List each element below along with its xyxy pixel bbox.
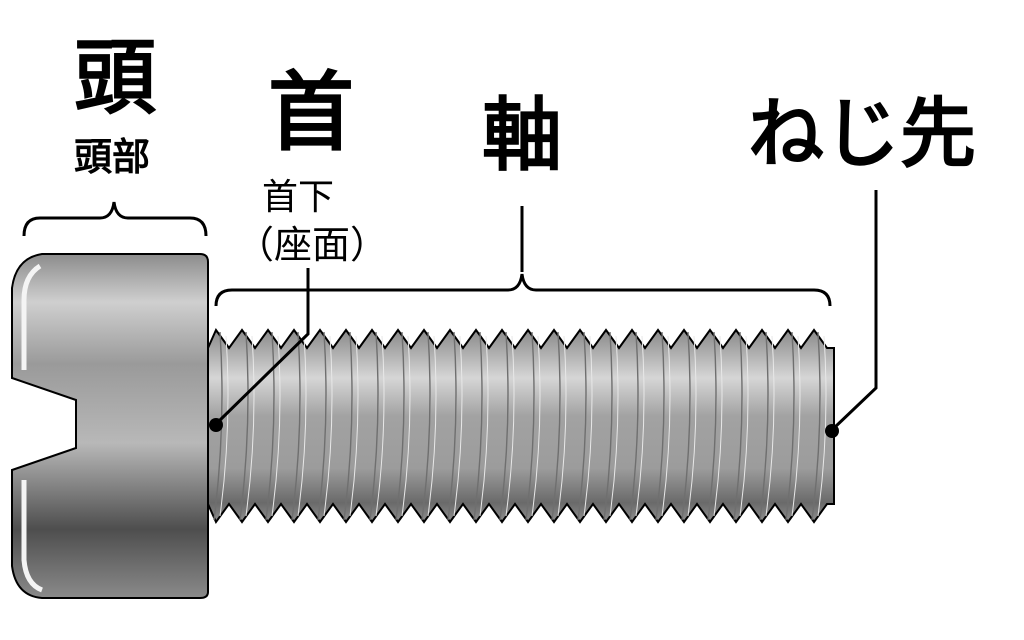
thread-line [499,331,509,521]
thread-highlight [635,335,645,517]
head-highlight-lower [21,480,44,593]
neck-label: 首 [268,63,354,163]
thread-line [551,331,561,521]
thread-line [759,331,769,521]
thread-highlight [245,335,255,517]
thread-line [369,331,379,521]
thread-highlight [375,335,385,517]
thread-highlight [219,335,229,517]
thread-highlight [817,335,827,517]
thread-highlight [271,335,281,517]
thread-highlight [531,335,541,517]
thread-line [811,331,821,521]
threaded-shaft [207,328,835,524]
thread-line [239,331,249,521]
thread-highlight [661,335,671,517]
thread-line [603,331,613,521]
thread-highlight [687,335,697,517]
thread-highlight [765,335,775,517]
thread-highlight [401,335,411,517]
thread-highlight [479,335,489,517]
thread-line [291,331,301,521]
shaft-label: 軸 [482,89,562,182]
thread-highlight [713,335,723,517]
thread-lines [213,331,827,521]
head-label: 頭 [74,31,157,126]
thread-line [681,331,691,521]
tip-leader-line [832,190,878,430]
thread-line [473,331,483,521]
thread-highlight [583,335,593,517]
thread-line [317,331,327,521]
thread-line [629,331,639,521]
neck-sublabel-line1: 首下 [262,177,335,218]
thread-line [265,331,275,521]
neck-pointer-dot [209,418,223,432]
neck-leader-line [216,268,310,424]
thread-line [733,331,743,521]
tip-pointer-dot [825,424,839,438]
thread-line [421,331,431,521]
thread-highlight [505,335,515,517]
thread-line [707,331,717,521]
tip-label: ねじ先 [748,89,976,178]
thread-line [395,331,405,521]
thread-highlight [557,335,567,517]
thread-highlight [297,335,307,517]
head-sublabel: 頭部 [74,135,151,179]
thread-highlight [453,335,463,517]
thread-highlight [609,335,619,517]
thread-highlight [739,335,749,517]
head-highlight-upper [21,263,42,370]
thread-highlight [791,335,801,517]
thread-highlight [349,335,359,517]
thread-line [785,331,795,521]
thread-line [525,331,535,521]
thread-highlight [427,335,437,517]
thread-highlight [323,335,333,517]
thread-line [577,331,587,521]
neck-sublabel-line2: （座面） [236,223,389,267]
shaft-bracket [214,273,832,307]
thread-line [447,331,457,521]
head-bracket [22,201,208,237]
screw-head [11,253,209,599]
thread-line [343,331,353,521]
thread-line [655,331,665,521]
